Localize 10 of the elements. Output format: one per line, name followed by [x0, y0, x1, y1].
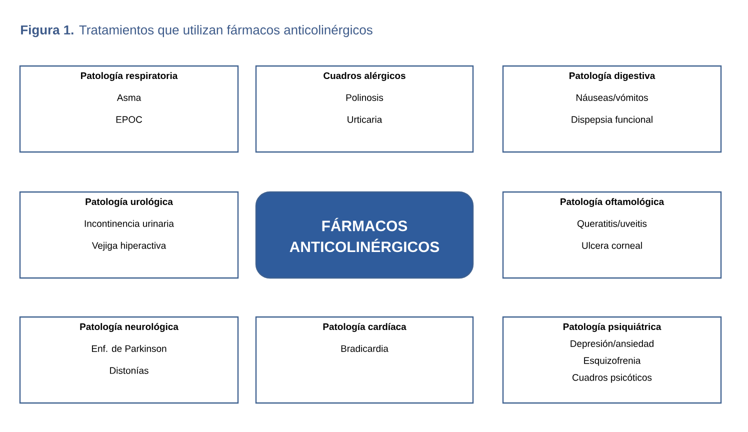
category-box: Cuadros alérgicos Polinosis Urticaria [255, 65, 474, 153]
center-box: FÁRMACOS ANTICOLINÉRGICOS [255, 191, 474, 279]
category-box: Patología cardíaca Bradicardia [255, 316, 474, 404]
category-box: Patología oftamológica Queratitis/uveitis Ulcera corneal [502, 191, 722, 279]
figure-title: Figura 1. Tratamientos que utilizan fármacos anticolinérgicos [21, 24, 372, 38]
category-box: Patología respiratoria Asma EPOC [19, 65, 239, 153]
category-box: Patología neurológica Enf. de Parkinson Distonías [19, 316, 239, 404]
category-box: Patología psiquiátrica Depresión/ansiedad Esquizofrenia Cuadros psicóticos [502, 316, 722, 404]
category-box: Patología urológica Incontinencia urinaria Vejiga hiperactiva [19, 191, 239, 279]
category-box: Patología digestiva Náuseas/vómitos Dispepsia funcional [502, 65, 722, 153]
